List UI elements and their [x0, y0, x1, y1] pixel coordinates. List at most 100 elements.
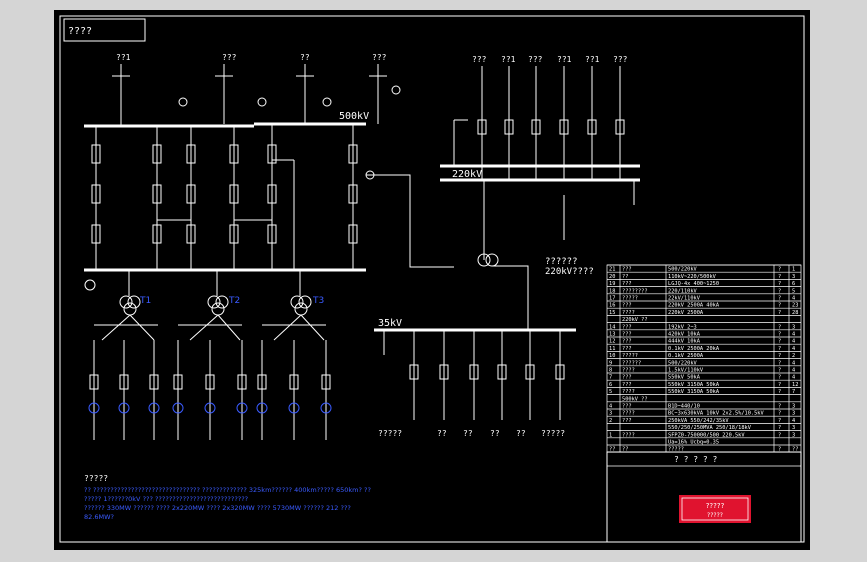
table-cell: 4 [792, 339, 795, 345]
table-cell: ? [778, 303, 781, 309]
notes-line-4: 82.6MW? [84, 513, 114, 521]
title-block [606, 451, 802, 543]
table-cell: ? [778, 310, 781, 316]
table-cell: 3 [792, 274, 795, 280]
table-cell: 7 [609, 375, 612, 381]
notes-title: ????? [84, 474, 108, 483]
transformer-label-t2: T2 [228, 296, 240, 306]
feeders-35kv [383, 330, 565, 420]
table-cell: 3 [792, 425, 795, 431]
table-cell: 4 [609, 404, 612, 410]
table-cell: ??? [622, 418, 632, 424]
table-cell: ??? [622, 324, 632, 330]
table-cell: ??? [622, 281, 632, 287]
table-cell: 4 [792, 296, 795, 302]
table-cell: 20 [609, 274, 615, 280]
table-cell: ? [778, 389, 781, 395]
label-500kv: 500kV [339, 111, 369, 122]
table-cell: 12 [609, 339, 615, 345]
table-cell: ??? [622, 404, 632, 410]
label-35-4: ?? [490, 429, 500, 438]
table-cell: 6 [609, 382, 612, 388]
table-cell: 21 [609, 267, 615, 273]
table-cell: 13 [609, 332, 615, 338]
table-cell: ? [778, 432, 781, 438]
table-cell: 23 [792, 303, 798, 309]
component-table: 21???500/220kV?120??110kV~220/500kV?319?… [606, 264, 802, 453]
table-cell: ??? [622, 267, 632, 273]
table-cell: 22kV/110kV [668, 296, 701, 302]
table-cell: ?? [622, 447, 628, 453]
tie-line-500-220 [366, 174, 454, 268]
table-cell: 4 [792, 360, 795, 366]
table-cell: 17 [609, 296, 615, 302]
table-cell: BC~3x630kVA 10kV 2x2.5%/10.5kV [668, 411, 764, 417]
table-cell: 11 [609, 346, 615, 352]
table-cell: 5 [609, 389, 612, 395]
line-label-500-2: ??? [222, 53, 237, 62]
feed-35kv [492, 265, 529, 330]
line-label-500-1: ??1 [116, 53, 131, 62]
table-cell: ? [778, 267, 781, 273]
table-cell: ?? [792, 447, 798, 453]
table-cell: ? [778, 339, 781, 345]
table-cell: 220kV 2500A [668, 310, 704, 316]
table-cell: ???????? [622, 288, 648, 294]
note-220kv-1: ?????? [545, 257, 578, 267]
table-cell: ? [778, 368, 781, 374]
table-cell: LGJQ-4x 400~1250 [668, 281, 719, 287]
table-cell: 2 [609, 418, 612, 424]
table-cell: 0.1kV 2500A [668, 353, 704, 359]
line-label-500-3: ?? [300, 53, 310, 62]
line-label-220-2: ??1 [501, 55, 516, 64]
table-cell: ? [778, 418, 781, 424]
table-cell: 15 [609, 310, 615, 316]
transformer-label-t3: T3 [312, 296, 324, 306]
transformer-label-t1: T1 [139, 296, 151, 306]
transformers-500kv [84, 270, 326, 341]
table-cell: 14 [609, 324, 615, 330]
table-cell: ? [778, 375, 781, 381]
table-cell: ???? [622, 411, 635, 417]
table-cell: SFPZ0-750000/500 220.5kV [668, 432, 745, 438]
table-cell: ??? [622, 332, 632, 338]
table-cell: ??? [622, 339, 632, 345]
table-cell: ? [778, 360, 781, 366]
table-cell: 550/250/250MVA 250/18/18kV [668, 425, 752, 431]
single-line-diagram: ???? 500kV ??1 ??? ?? ??? [59, 15, 805, 543]
table-cell: 4 [792, 418, 795, 424]
table-cell: ? [778, 425, 781, 431]
table-cell: 500/220kV [668, 360, 698, 366]
table-cell: ?? [622, 274, 628, 280]
table-cell: ????? [622, 296, 638, 302]
table-cell: Ua=16% Ucbq=0.35 [668, 440, 719, 446]
table-cell: B1D~440/10 [668, 404, 700, 410]
table-cell: 16 [609, 303, 615, 309]
feeders-500kv [112, 64, 401, 126]
table-cell: 1 [609, 432, 612, 438]
tie-breaker-icon [365, 170, 375, 180]
table-cell: 550kV 50kA [668, 375, 701, 381]
label-35-1: ????? [378, 429, 402, 438]
title-box [63, 18, 146, 42]
table-cell: 3 [792, 411, 795, 417]
table-cell: ? [778, 411, 781, 417]
label-35kv: 35kV [378, 318, 402, 329]
table-cell: 8 [609, 368, 612, 374]
table-cell: ???? [622, 389, 635, 395]
table-cell: ? [778, 274, 781, 280]
table-cell: 19 [609, 281, 615, 287]
drawing-frame [59, 15, 805, 543]
secondary-bays [88, 340, 332, 440]
label-35-5: ?? [516, 429, 526, 438]
table-cell: ? [778, 447, 781, 453]
table-cell: 550kV 3150A 50kA [668, 389, 720, 395]
table-cell: ??? [622, 375, 632, 381]
line-label-220-5: ??1 [585, 55, 600, 64]
table-cell: 220kV ?? [622, 317, 648, 323]
table-cell: ??? [622, 346, 632, 352]
title-block-text: ? ? ? ? ? [674, 455, 718, 464]
table-cell: 28 [792, 310, 798, 316]
stamp-line-1: ????? [706, 502, 725, 510]
table-cell: 500kV ?? [622, 396, 648, 402]
